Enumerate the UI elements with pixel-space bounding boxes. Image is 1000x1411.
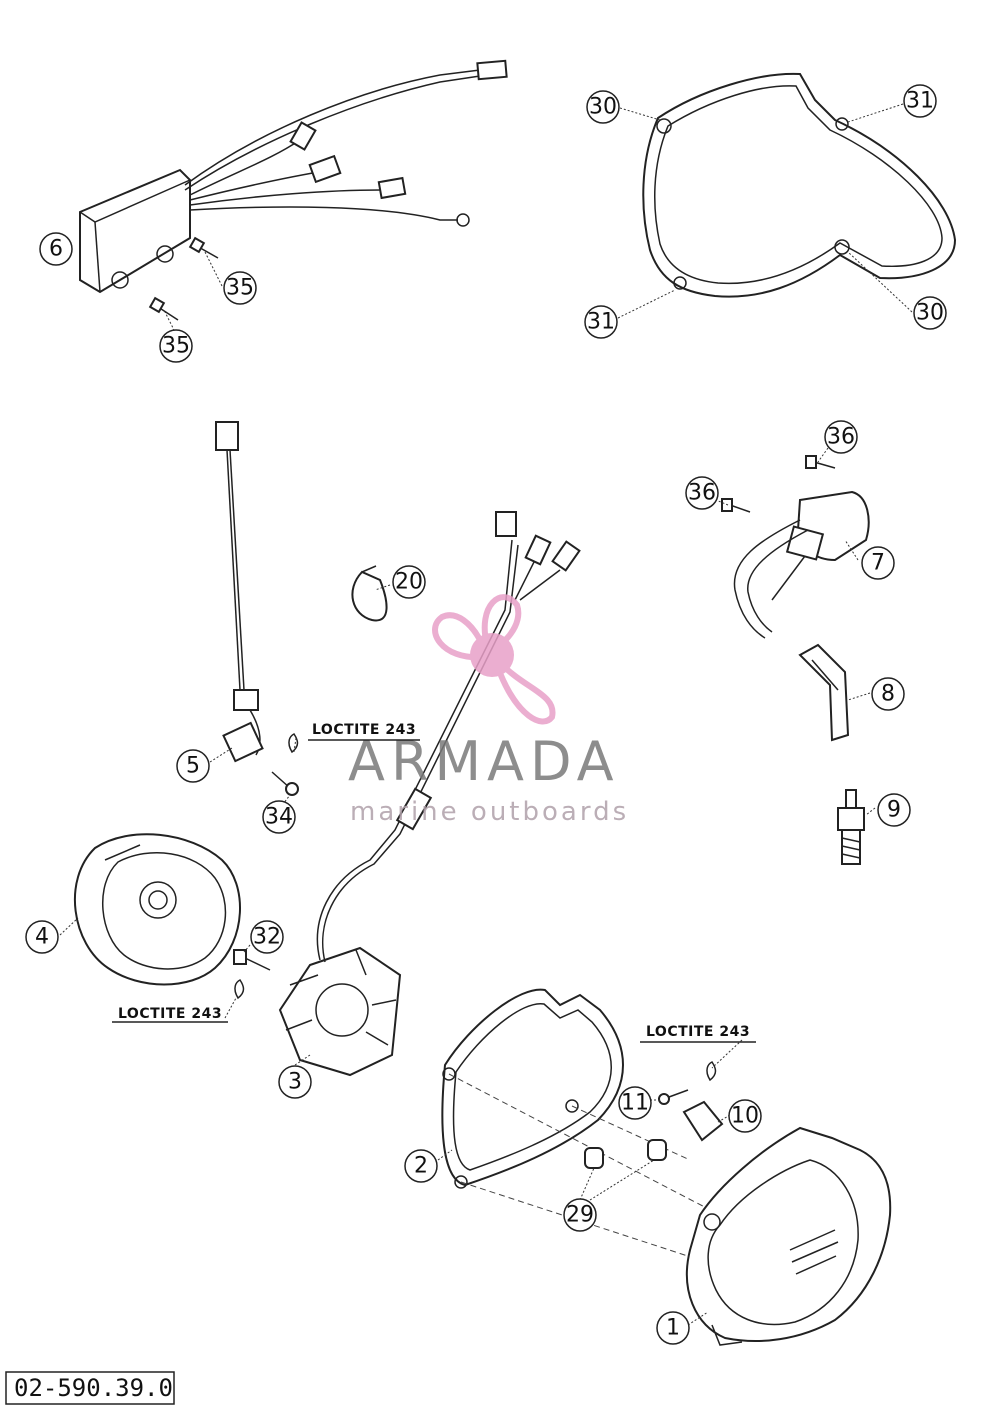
svg-text:31: 31 — [587, 310, 615, 335]
bolt-part — [805, 455, 836, 469]
svg-text:LOCTITE 243: LOCTITE 243 — [646, 1024, 750, 1040]
spark-plug-cap-part — [798, 643, 850, 742]
callout: 20 — [392, 565, 426, 599]
watermark-tagline: marine outboards — [350, 797, 629, 827]
svg-text:36: 36 — [827, 425, 855, 450]
stator-part — [278, 511, 581, 1077]
screw-part — [658, 1089, 689, 1105]
ignition-coil-part — [733, 490, 870, 639]
svg-text:5: 5 — [186, 754, 200, 779]
callout: 7 — [861, 546, 895, 580]
document-number: 02-590.39.0 — [5, 1371, 175, 1405]
svg-text:4: 4 — [35, 925, 49, 950]
svg-text:35: 35 — [162, 334, 190, 359]
svg-text:6: 6 — [49, 237, 63, 262]
svg-text:8: 8 — [881, 682, 895, 707]
callout: 32 — [250, 920, 284, 954]
svg-text:30: 30 — [916, 301, 944, 326]
svg-text:LOCTITE 243: LOCTITE 243 — [312, 722, 416, 738]
loctite-drop-icon — [706, 1061, 717, 1082]
callout: 31 — [903, 84, 937, 118]
dowel-sleeve-part — [584, 1139, 667, 1169]
svg-text:11: 11 — [621, 1091, 649, 1116]
svg-text:35: 35 — [226, 276, 254, 301]
svg-text:7: 7 — [871, 551, 885, 576]
callout: 29 — [563, 1198, 597, 1232]
svg-text:10: 10 — [731, 1104, 759, 1129]
svg-text:30: 30 — [589, 95, 617, 120]
pickup-sensor-part — [215, 421, 264, 763]
loctite-drop-icon — [288, 733, 299, 754]
callout: 31 — [584, 305, 618, 339]
svg-text:32: 32 — [253, 925, 281, 950]
bolt-part — [233, 949, 271, 971]
callout: 36 — [824, 420, 858, 454]
propeller-icon — [432, 594, 556, 725]
svg-text:29: 29 — [566, 1203, 594, 1228]
flywheel-rotor-part — [74, 833, 241, 986]
callout: 6 — [39, 232, 73, 266]
svg-text:31: 31 — [906, 89, 934, 114]
cover-gasket-part — [642, 72, 957, 298]
svg-text:36: 36 — [688, 481, 716, 506]
svg-text:1: 1 — [666, 1316, 680, 1341]
svg-text:20: 20 — [395, 570, 423, 595]
callout: 35 — [159, 329, 193, 363]
svg-text:02-590.39.0: 02-590.39.0 — [14, 1374, 173, 1402]
svg-text:LOCTITE 243: LOCTITE 243 — [118, 1006, 222, 1022]
clamp-part — [351, 565, 388, 622]
callout: 5 — [176, 749, 210, 783]
svg-text:34: 34 — [265, 805, 293, 830]
callout: 1 — [656, 1311, 690, 1345]
bolt-part — [188, 236, 219, 259]
bolt-part — [148, 296, 179, 321]
callout: 35 — [223, 271, 257, 305]
spark-plug-part — [837, 789, 865, 865]
loctite-note: LOCTITE 243 — [640, 1024, 756, 1043]
cable-guide-part — [682, 1100, 724, 1142]
cdi-unit-part — [79, 59, 508, 294]
watermark-logo: ARMADA marine outboards — [348, 594, 629, 827]
callout: 34 — [262, 800, 296, 834]
callout: 4 — [25, 920, 59, 954]
bolt-part — [721, 498, 751, 513]
callout: 10 — [728, 1099, 762, 1133]
ignition-cover-part — [685, 1126, 892, 1346]
callout: 36 — [685, 476, 719, 510]
callout: 9 — [877, 793, 911, 827]
callout: 30 — [586, 90, 620, 124]
loctite-drop-icon — [234, 979, 245, 1000]
callout: 3 — [278, 1065, 312, 1099]
loctite-note: LOCTITE 243 — [308, 722, 420, 741]
loctite-note: LOCTITE 243 — [112, 1006, 228, 1023]
callout: 2 — [404, 1149, 438, 1183]
svg-text:3: 3 — [288, 1070, 302, 1095]
svg-text:2: 2 — [414, 1154, 428, 1179]
callout: 11 — [618, 1086, 652, 1120]
ignition-cover-gasket-part — [441, 988, 624, 1189]
callout: 8 — [871, 677, 905, 711]
callout: 30 — [913, 296, 947, 330]
bolt-part — [271, 771, 299, 796]
svg-text:9: 9 — [887, 798, 901, 823]
